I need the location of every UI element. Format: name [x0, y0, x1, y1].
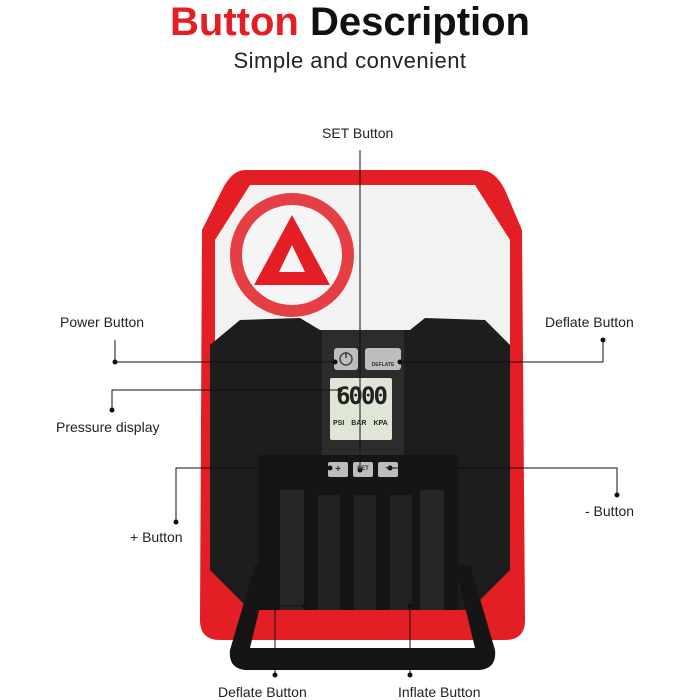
title-rest: Description: [309, 0, 530, 44]
plus-button: [328, 462, 348, 477]
label-deflate-button-top: Deflate Button: [545, 314, 634, 330]
deflate-button-top: [365, 348, 401, 370]
power-button: [334, 348, 358, 370]
plus-button-label[interactable]: +: [335, 464, 341, 475]
set-button: [353, 462, 373, 477]
pressure-display: [330, 378, 392, 440]
label-plus-button: + Button: [130, 529, 183, 545]
minus-button-label[interactable]: −: [385, 463, 391, 474]
unit-psi: PSI: [333, 420, 345, 427]
title-highlight: Button: [170, 0, 299, 44]
carry-handle: [229, 565, 496, 670]
unit-bar: BAR: [351, 420, 367, 427]
subtitle: Simple and convenient: [233, 48, 467, 73]
label-inflate-button: Inflate Button: [398, 684, 481, 700]
label-deflate-button-bottom: Deflate Button: [218, 684, 307, 700]
leader-dots: [109, 337, 620, 678]
set-button-label[interactable]: SET: [357, 466, 369, 472]
label-minus-button: - Button: [585, 503, 635, 519]
display-value: 6000: [336, 382, 388, 410]
display-units: PSI BAR KPA: [333, 420, 395, 427]
label-pressure-display: Pressure display: [56, 419, 160, 435]
deflate-button-label[interactable]: DEFLATE: [371, 362, 395, 368]
label-power-button: Power Button: [60, 314, 145, 330]
unit-kpa: KPA: [373, 420, 388, 427]
page-title: Button Description: [0, 0, 700, 44]
label-set-button: SET Button: [322, 125, 394, 141]
